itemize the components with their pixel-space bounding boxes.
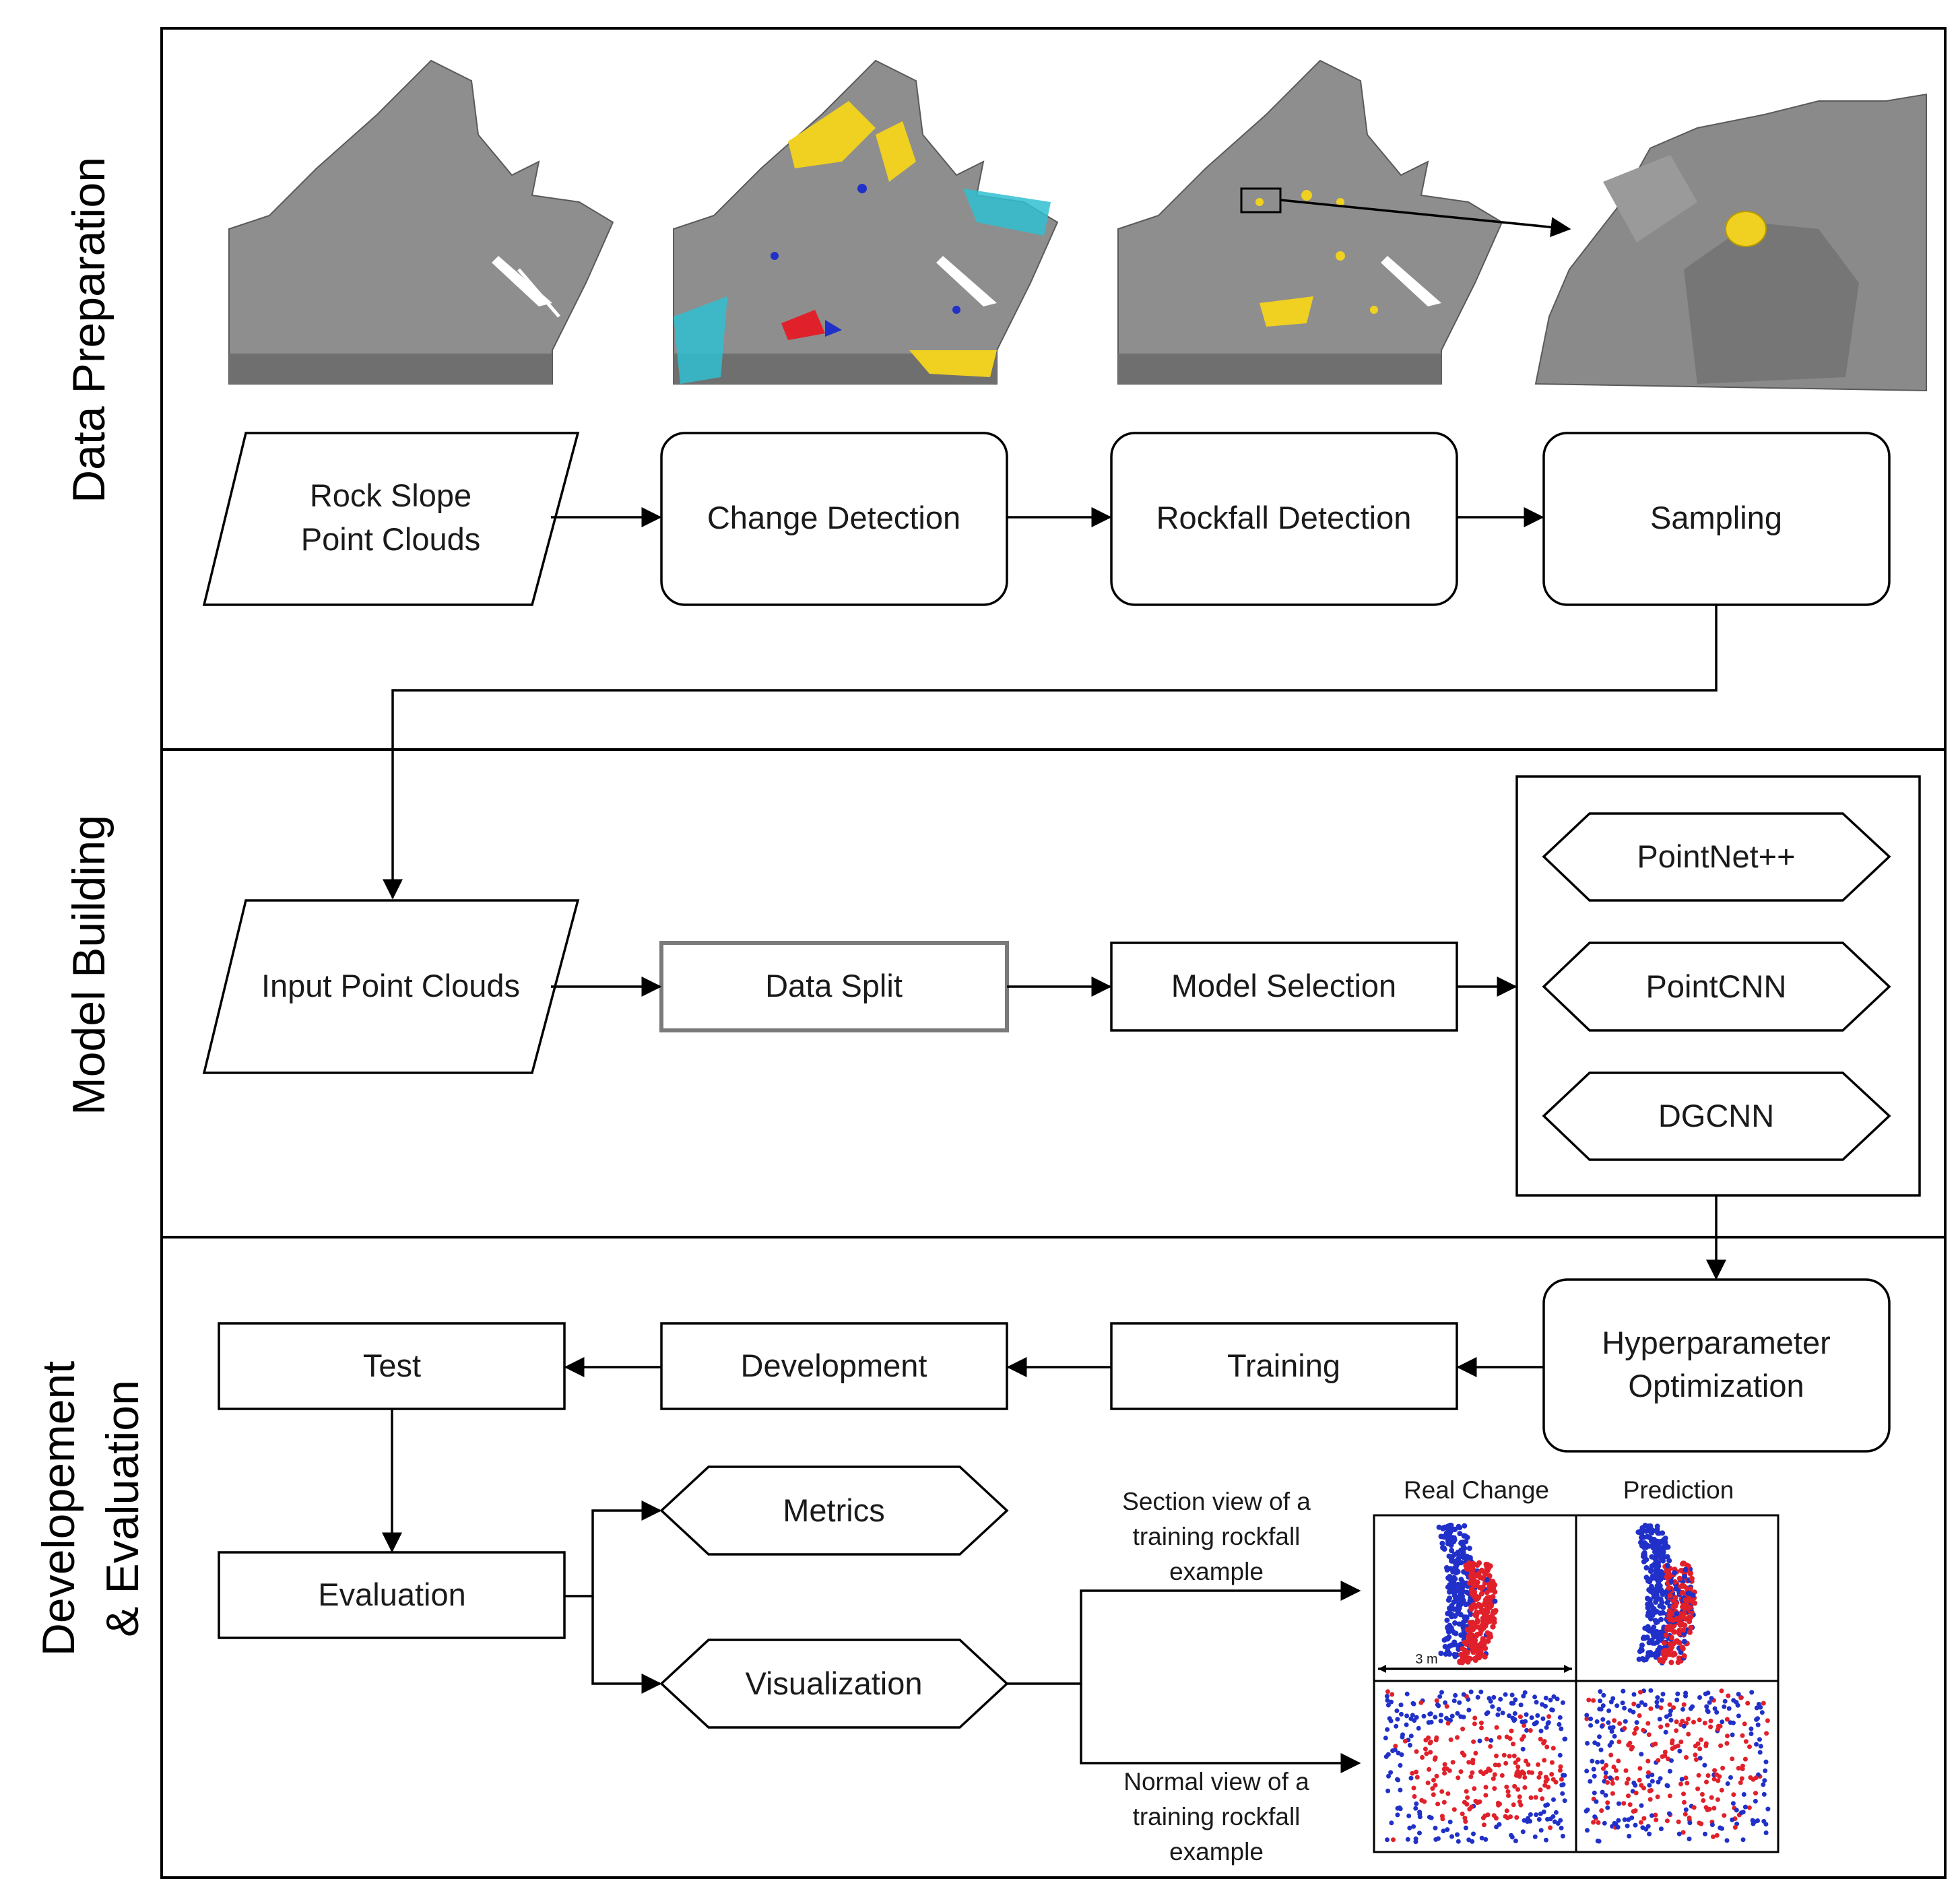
sampling-node: Sampling	[1542, 432, 1891, 606]
model-dgcnn-shape	[1542, 1071, 1891, 1161]
scale-bar-label: 3 m	[1415, 1652, 1437, 1667]
section-view-caption-line3: example	[1169, 1558, 1264, 1585]
normal-view-caption-line1: Normal view of a	[1123, 1768, 1309, 1795]
data-split-label: Data Split	[765, 968, 903, 1003]
arrow-evaluation-to-visualization	[591, 1596, 662, 1694]
development-node: Development	[660, 1322, 1008, 1410]
rock-slope-image-1	[228, 59, 614, 385]
prediction-header: Prediction	[1623, 1476, 1734, 1504]
rock-slope-point-clouds-node: Rock Slope Point Clouds	[202, 432, 580, 606]
model-selection-node: Model Selection	[1110, 942, 1458, 1032]
section-label-data-preparation: Data Preparation	[63, 157, 115, 503]
rock-slope-label-line2: Point Clouds	[301, 521, 481, 557]
rockfall-detection-label: Rockfall Detection	[1156, 500, 1412, 535]
arrow-visualization-to-normal-view	[1080, 1684, 1361, 1773]
hyperparameter-label-line2: Optimization	[1628, 1368, 1804, 1403]
normal-view-prediction-points	[1583, 1688, 1771, 1844]
model-pointnet-shape	[1542, 812, 1891, 902]
model-selection-label: Model Selection	[1171, 968, 1396, 1003]
section-view-caption-line1: Section view of a	[1122, 1488, 1311, 1515]
section-view-caption-line2: training rockfall	[1133, 1523, 1301, 1550]
comparison-panel: 3 m	[1373, 1514, 1779, 1853]
arrow-evaluation-to-metrics	[564, 1500, 662, 1597]
normal-view-caption-line3: example	[1169, 1838, 1264, 1865]
training-label: Training	[1227, 1348, 1340, 1383]
visualization-node: Visualization	[659, 1639, 1009, 1729]
rockfall-detection-image	[1117, 59, 1571, 385]
change-detection-label: Change Detection	[707, 500, 960, 535]
test-label: Test	[363, 1348, 421, 1383]
evaluation-node: Evaluation	[218, 1551, 566, 1639]
section-label-model-building: Model Building	[63, 815, 115, 1115]
section-view-real-change-points	[1436, 1523, 1499, 1665]
arrow-visualization-to-section-view	[1007, 1581, 1361, 1685]
model-pointcnn-label: PointCNN	[1646, 968, 1787, 1004]
normal-view-caption-line2: training rockfall	[1133, 1803, 1301, 1830]
rockfall-detection-node: Rockfall Detection	[1110, 432, 1458, 606]
model-pointnet-label: PointNet++	[1637, 838, 1795, 874]
metrics-label: Metrics	[783, 1492, 884, 1528]
input-point-clouds-label: Input Point Clouds	[261, 968, 520, 1003]
change-detection-image	[673, 59, 1059, 385]
section-label-development: Developement	[33, 1361, 84, 1657]
hyperparameter-label-line1: Hyperparameter	[1602, 1325, 1831, 1360]
evaluation-label: Evaluation	[318, 1577, 466, 1612]
sampling-label: Sampling	[1650, 500, 1782, 535]
rock-slope-label-line1: Rock Slope	[310, 477, 471, 513]
visualization-label: Visualization	[745, 1665, 922, 1701]
training-node: Training	[1110, 1322, 1458, 1410]
model-dgcnn-label: DGCNN	[1658, 1098, 1774, 1133]
hyperparameter-node: Hyperparameter Optimization	[1542, 1278, 1891, 1453]
outer-frame	[160, 27, 1947, 1879]
section-view-prediction-points	[1635, 1523, 1698, 1665]
test-node: Test	[218, 1322, 566, 1410]
development-label: Development	[741, 1348, 927, 1383]
change-detection-node: Change Detection	[660, 432, 1008, 606]
input-point-clouds-node: Input Point Clouds	[202, 899, 580, 1074]
model-pointcnn-shape	[1542, 942, 1891, 1032]
normal-view-real-change-points	[1383, 1689, 1568, 1845]
data-split-node: Data Split	[659, 941, 1009, 1032]
sampling-zoom-image	[1534, 93, 1927, 392]
metrics-node: Metrics	[659, 1465, 1009, 1556]
arrow-sampling-to-input	[383, 605, 1718, 900]
models-group: PointNet++ PointCNN DGCNN	[1515, 775, 1921, 1197]
real-change-header: Real Change	[1404, 1476, 1549, 1504]
section-label-evaluation: & Evaluation	[97, 1380, 148, 1637]
